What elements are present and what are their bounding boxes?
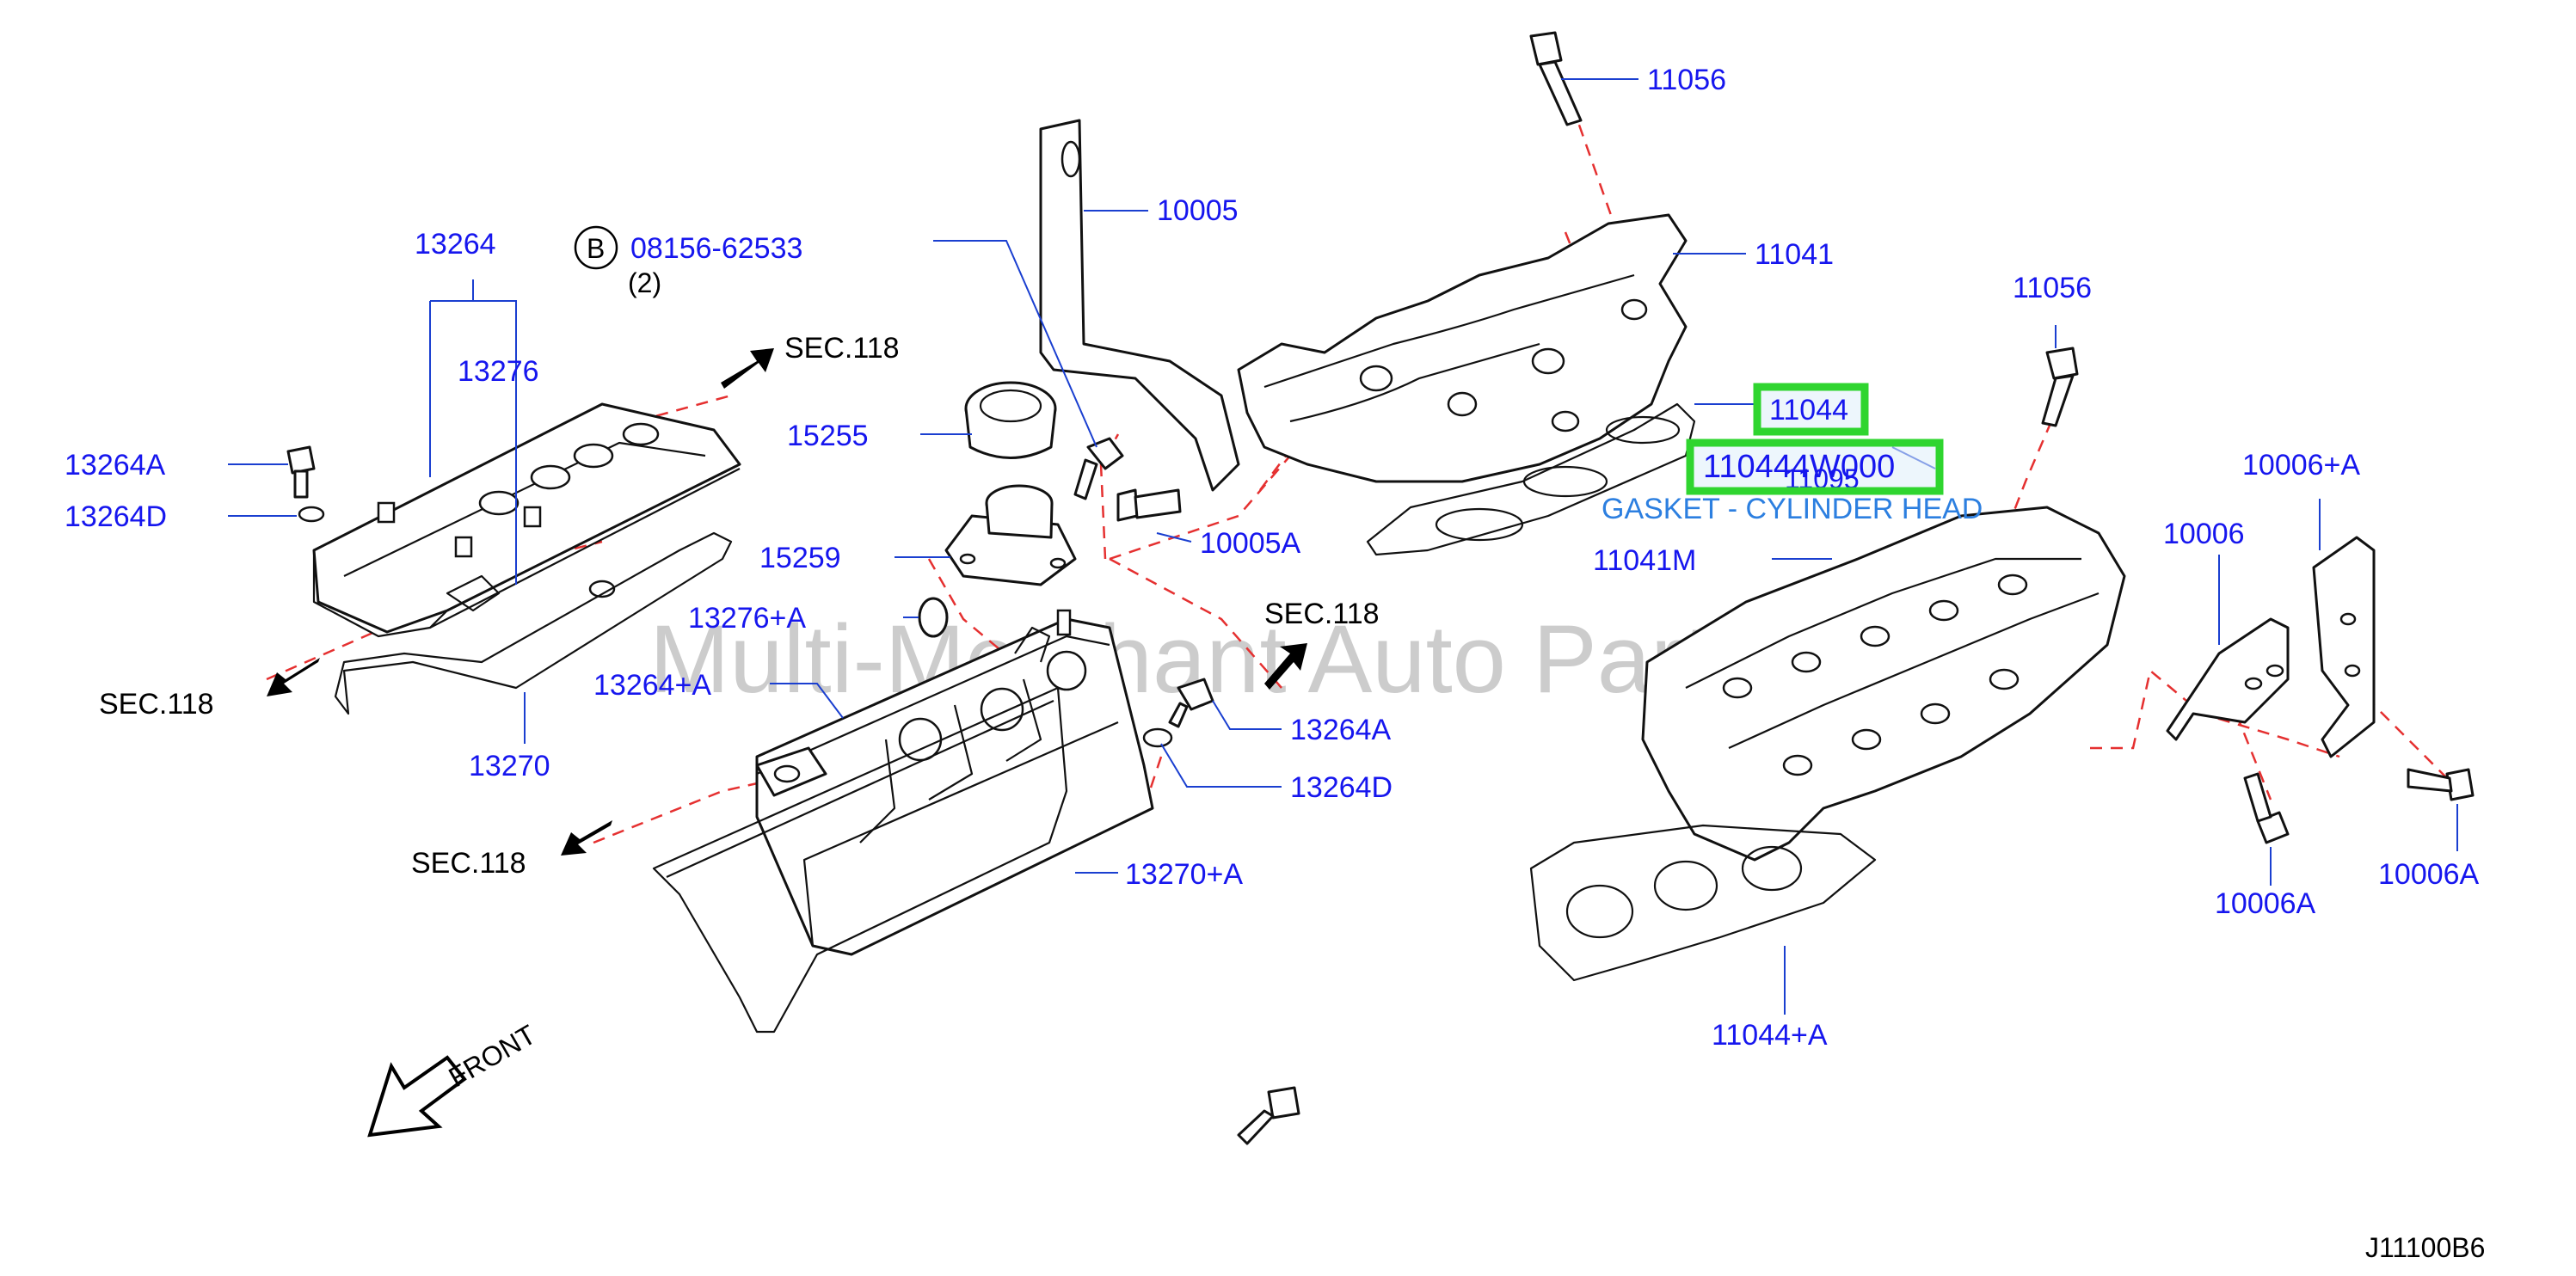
bracket-10006[interactable] — [2166, 617, 2290, 741]
engine-bracket-10005[interactable] — [1039, 119, 1240, 492]
head-bolt-11056-right[interactable] — [2041, 347, 2079, 427]
sec-label-118-2[interactable]: SEC.118 — [99, 688, 214, 721]
part-label-15255[interactable]: 15255 — [787, 420, 869, 452]
bolt-13264A-left[interactable] — [286, 445, 316, 499]
part-label-13264D-mid[interactable]: 13264D — [1290, 771, 1393, 804]
part-number-110444W000[interactable]: 110444W000 — [1703, 449, 1895, 485]
sec-label-118-3[interactable]: SEC.118 — [1264, 598, 1380, 630]
part-label-13264[interactable]: 13264 — [415, 228, 496, 261]
part-label-11056-right[interactable]: 11056 — [2013, 272, 2092, 304]
part-label-08156-62533[interactable]: 08156-62533 — [630, 232, 802, 265]
part-label-10006[interactable]: 10006 — [2163, 518, 2245, 550]
part-label-13264D-left[interactable]: 13264D — [65, 500, 167, 533]
highlight-bg-110444W000 — [1690, 443, 1940, 491]
oil-filler-cap-15255[interactable] — [964, 381, 1057, 459]
plug-13276A[interactable] — [918, 597, 949, 638]
sec-arrow-3[interactable] — [1264, 643, 1307, 690]
oil-filler-neck-15259[interactable] — [944, 484, 1077, 586]
sec-label-118-1[interactable]: SEC.118 — [784, 332, 900, 365]
rocker-cover-gasket-right[interactable] — [652, 686, 1068, 1034]
part-label-13270[interactable]: 13270 — [469, 750, 550, 782]
part-label-11044[interactable]: 11044 — [1769, 394, 1848, 426]
cylinder-head-11041[interactable] — [1237, 213, 1688, 483]
bracket-10006A[interactable] — [2312, 536, 2376, 758]
rocker-cover-gasket-left[interactable] — [334, 531, 733, 715]
cylinder-head-11041M[interactable] — [1641, 506, 2126, 862]
washer-13264D-left[interactable] — [298, 506, 325, 523]
highlight-bg-11044 — [1757, 387, 1865, 432]
leader-lines — [228, 78, 2458, 1015]
part-label-11041[interactable]: 11041 — [1755, 238, 1834, 271]
part-label-13264A-mid[interactable]: 13264A — [1290, 714, 1392, 746]
diagram-id: J11100B6 — [2365, 1232, 2485, 1263]
sec-arrow-4[interactable] — [561, 820, 612, 856]
rocker-cover-left[interactable] — [312, 402, 741, 638]
head-bolt-11056-top[interactable] — [1529, 31, 1583, 126]
bolt-10006A-right[interactable] — [2407, 768, 2475, 801]
sec-label-118-4[interactable]: SEC.118 — [411, 847, 526, 880]
part-label-10005A[interactable]: 10005A — [1200, 527, 1301, 560]
part-label-11044A[interactable]: 11044+A — [1712, 1019, 1828, 1052]
part-label-13270A[interactable]: 13270+A — [1125, 858, 1243, 891]
part-description: GASKET - CYLINDER HEAD — [1602, 493, 1983, 525]
part-label-11041M[interactable]: 11041M — [1593, 544, 1696, 577]
part-label-10005[interactable]: 10005 — [1157, 194, 1239, 227]
bolt-ref-badge-letter: B — [587, 233, 605, 264]
part-label-10006A-right[interactable]: 10006A — [2378, 858, 2480, 891]
head-gasket-11044A[interactable] — [1529, 824, 1877, 982]
part-label-13264pA[interactable]: 13264+A — [593, 669, 711, 702]
sec-arrow-1[interactable] — [721, 348, 774, 389]
bolt-10006A-left[interactable] — [2243, 772, 2290, 844]
part-label-13264A-left[interactable]: 13264A — [65, 449, 166, 482]
sec-arrow-2[interactable] — [267, 658, 320, 696]
part-label-15259[interactable]: 15259 — [759, 542, 841, 574]
part-label-11056-top[interactable]: 11056 — [1647, 64, 1726, 96]
front-label: FRONT — [444, 1019, 541, 1093]
part-label-10006A-left[interactable]: 10006A — [2215, 887, 2316, 920]
bolt-08156-62533[interactable] — [1073, 437, 1124, 500]
washer-13264D-right[interactable] — [1142, 727, 1173, 748]
bolt-bottom[interactable] — [1237, 1086, 1300, 1145]
highlight-box-110444W000 — [1686, 439, 1944, 495]
bolt-ref-qty: (2) — [628, 267, 661, 298]
highlight-box-11044 — [1753, 383, 1869, 436]
bolt-10005A[interactable] — [1116, 488, 1182, 522]
front-arrow-icon — [367, 1055, 467, 1138]
part-label-10006A-top[interactable]: 10006+A — [2242, 449, 2360, 482]
bolt-ref-badge — [574, 225, 618, 270]
part-label-13276A[interactable]: 13276+A — [688, 602, 806, 635]
part-label-13276[interactable]: 13276 — [458, 355, 539, 388]
head-gasket-11044[interactable] — [1366, 402, 1696, 556]
